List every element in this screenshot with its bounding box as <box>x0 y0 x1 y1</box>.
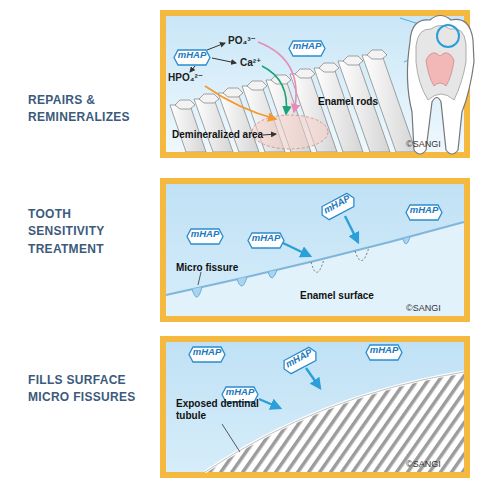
mhap-badge: mHAP <box>288 40 326 57</box>
dentin-tubules-part <box>205 372 464 472</box>
dentin-tubules-part <box>259 399 280 408</box>
ion-arrows-part <box>207 43 225 50</box>
hexagon-shape <box>174 50 210 65</box>
watermark: ©SANGI <box>406 459 441 469</box>
dentin-tubules-part <box>205 372 464 472</box>
hexagon-shape <box>187 229 223 244</box>
mhap-badge: mHAP <box>173 49 211 66</box>
part-name: Enamel rods <box>318 96 378 108</box>
enamel-rods-part <box>343 56 363 65</box>
ion-formula: HPO₄²⁻ <box>168 72 203 84</box>
hexagon-shape <box>248 233 284 248</box>
enamel-surface-part <box>192 287 202 297</box>
enamel-surface <box>166 216 464 316</box>
tooth-section-part <box>400 18 438 30</box>
enamel-rods-part <box>271 75 291 84</box>
tooth-section-part <box>404 45 440 62</box>
enamel-rods-part <box>218 93 259 152</box>
enamel-rods-part <box>252 115 328 149</box>
enamel-rods-part <box>362 55 416 152</box>
enamel-rods-part <box>367 50 387 59</box>
enamel-rods-part <box>223 88 243 97</box>
panel-heading: FILLS SURFACE MICRO FISSURES <box>28 372 146 407</box>
dentin-tubules-part <box>306 368 320 388</box>
watermark: ©SANGI <box>406 139 441 149</box>
mhap-badge: mHAP <box>186 228 224 245</box>
enamel-rods-part <box>194 99 233 152</box>
enamel-surface-part <box>237 277 247 286</box>
dentin-tubules <box>205 368 464 472</box>
ion-arrows-part <box>205 86 276 119</box>
enamel-rods-part <box>242 86 285 152</box>
enamel-surface-part <box>268 270 277 278</box>
badge-text: mHAP <box>188 346 226 363</box>
heading-text: REPAIRS & REMINERALIZES <box>28 92 146 127</box>
ion-arrows-part <box>190 66 195 72</box>
badge-text: mHAP <box>173 49 211 66</box>
enamel-surface-part <box>166 222 464 316</box>
enamel-rods-part <box>199 94 219 103</box>
mhap-badge: mHAP <box>405 204 443 221</box>
tooth-section-part <box>416 26 466 101</box>
badge-text: mHAP <box>405 204 443 221</box>
badge-text: mHAP <box>247 232 285 249</box>
enamel-rods <box>170 50 416 152</box>
panel-heading: TOOTH SENSITIVITY TREATMENT <box>28 206 146 258</box>
enamel-rods-part <box>295 69 315 78</box>
tooth-section-part <box>407 16 474 155</box>
enamel-rods-part <box>314 68 363 152</box>
dentin-tubules-part <box>205 372 464 472</box>
tooth-section-part <box>437 25 459 47</box>
hexagon-shape <box>366 345 402 360</box>
enamel-rods-part <box>170 105 206 152</box>
panel-heading: REPAIRS & REMINERALIZES <box>28 92 146 127</box>
enamel-rods-part <box>175 100 195 109</box>
enamel-surface-part <box>403 237 410 244</box>
badge-text: mHAP <box>365 344 403 361</box>
mhap-badge: mHAP <box>247 232 285 249</box>
ion-arrows-part <box>258 42 296 112</box>
tooth-section <box>400 16 474 155</box>
badge-text: mHAP <box>186 228 224 245</box>
ion-arrows-part <box>212 58 236 63</box>
enamel-surface-part <box>311 259 324 272</box>
hexagon-shape <box>289 41 325 56</box>
part-name: Exposed dentinal tubule <box>176 398 264 421</box>
enamel-surface-part <box>198 272 201 285</box>
part-name: Micro fissure <box>176 262 238 274</box>
heading-text: FILLS SURFACE MICRO FISSURES <box>28 372 146 407</box>
enamel-rods-part <box>290 74 337 152</box>
ion-formula: Ca²⁺ <box>240 57 261 69</box>
part-name: Enamel surface <box>300 290 374 302</box>
mhap-badge: mHAP <box>365 344 403 361</box>
enamel-surface-part <box>283 243 310 256</box>
badge-text: mHAP <box>288 40 326 57</box>
enamel-rods-part <box>319 63 339 72</box>
watermark: ©SANGI <box>406 303 441 313</box>
heading-text: TOOTH SENSITIVITY TREATMENT <box>28 206 146 258</box>
enamel-surface-part <box>355 247 369 261</box>
enamel-surface-part <box>345 216 358 242</box>
dentin-tubules-part <box>222 424 240 452</box>
tooth-section-part <box>426 53 454 86</box>
part-name: Demineralized area <box>172 129 263 141</box>
hexagon-shape <box>406 205 442 220</box>
enamel-rods-part <box>266 80 311 152</box>
ion-formula: PO₄³⁻ <box>228 35 256 47</box>
hexagon-shape <box>189 347 225 362</box>
panel-row: TOOTH SENSITIVITY TREATMENTmHAPmHAPmHAPm… <box>0 178 470 322</box>
enamel-rods-part <box>247 81 267 90</box>
ion-arrows-part <box>263 134 276 135</box>
enamel-surface-part <box>166 222 464 295</box>
ion-arrows-part <box>262 66 287 114</box>
mhap-badge: mHAP <box>188 346 226 363</box>
enamel-rods-part <box>338 61 390 152</box>
ion-arrows <box>190 42 296 135</box>
